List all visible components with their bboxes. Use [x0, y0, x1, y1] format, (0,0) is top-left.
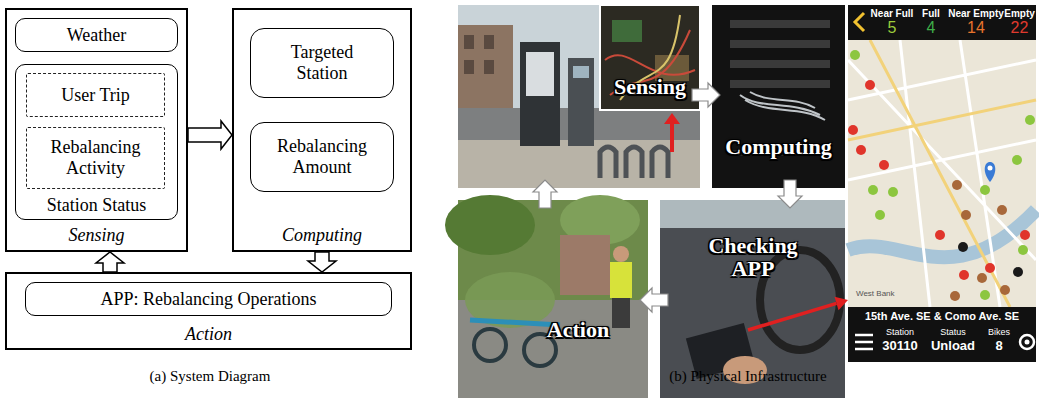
box-label: Station Status [47, 195, 147, 216]
app-text: 30110 [878, 339, 922, 354]
text-slot: 14 [948, 19, 1004, 37]
output-box: Targeted Station [250, 28, 394, 98]
text-slot: Computing [712, 135, 845, 158]
photo-panel: Sensing [458, 5, 700, 188]
app-text: 5 [870, 19, 914, 37]
text-slot: Near Empty [948, 8, 1004, 20]
app-text: Empty [1004, 8, 1035, 20]
action-photo [445, 195, 648, 398]
text-slot: Station [878, 327, 922, 337]
white-arrow [533, 180, 557, 208]
label-slot: West Bank [856, 289, 906, 298]
input-group-box: Station Status User TripRebalancing Activ… [15, 64, 178, 220]
photo-panel: Computing [712, 5, 845, 188]
text-slot: Empty [1004, 8, 1035, 20]
photo-panel: Action [458, 200, 648, 398]
dashed-input-box: User Trip [26, 73, 165, 117]
text-slot: Checking APP [688, 234, 818, 280]
box-label: Rebalancing Activity [35, 137, 156, 178]
app-text: Unload [930, 339, 976, 354]
text-slot: 30110 [878, 339, 922, 354]
app-footer-bar [848, 307, 1036, 362]
box-label: Targeted Station [265, 42, 379, 83]
text-slot: 5 [870, 19, 914, 37]
app-box: APP: Rebalancing Operations [25, 282, 392, 316]
box-label: Weather [67, 25, 127, 46]
white-arrow [640, 288, 668, 312]
output-box: Rebalancing Amount [250, 122, 394, 192]
app-text: Near Empty [948, 8, 1004, 20]
red-pointer-arrow [748, 297, 848, 330]
text-slot: 15th Ave. SE & Como Ave. SE [850, 310, 1034, 323]
white-arrow [692, 83, 720, 107]
app-header-bar [848, 5, 1036, 40]
action-box: Action APP: Rebalancing Operations [5, 272, 412, 350]
photo-label: Action [518, 318, 638, 341]
app-text: 15th Ave. SE & Como Ave. SE [850, 310, 1034, 323]
server-photo [712, 5, 845, 188]
computing-box: Computing Targeted StationRebalancing Amo… [232, 8, 412, 252]
red-leader-arrow [664, 113, 680, 152]
text-slot: Unload [930, 339, 976, 354]
photo-label: Computing [712, 135, 845, 158]
app-screenshot: Near Full5Full4Near Empty14Empty22 15th A… [848, 5, 1036, 362]
sub-caption: (b) Physical Infrastructure [452, 368, 1039, 385]
app-text: Bikes [982, 327, 1016, 337]
text-slot: Near Full [870, 8, 914, 20]
layer-title: Computing [282, 225, 362, 246]
arrow-head [834, 297, 848, 310]
app-text: Near Full [870, 8, 914, 20]
layer-title: Sensing [69, 225, 125, 246]
app-map [848, 5, 1036, 362]
app-text: 4 [916, 19, 946, 37]
label-slot: (a) System Diagram [0, 368, 420, 385]
app-text: 8 [982, 339, 1016, 354]
dashed-input-box: Rebalancing Activity [26, 127, 165, 189]
sub-caption: (a) System Diagram [0, 368, 420, 385]
text-slot: 4 [916, 19, 946, 37]
text-slot: Sensing [598, 75, 702, 98]
sensing-box: Sensing WeatherStation Status User TripReb… [5, 8, 188, 252]
text-slot: 22 [1004, 19, 1035, 37]
box-label: User Trip [61, 85, 130, 106]
app-text: 22 [1004, 19, 1035, 37]
text-slot: Status [930, 327, 976, 337]
text-slot: Bikes [982, 327, 1016, 337]
photo-label: Checking APP [688, 234, 818, 280]
map-label: West Bank [856, 289, 906, 298]
label-slot: (b) Physical Infrastructure [452, 368, 1039, 385]
hollow-arrow [96, 252, 124, 272]
layer-title: Action [185, 324, 232, 345]
text-slot: 8 [982, 339, 1016, 354]
app-text: Full [916, 8, 946, 20]
red-pointer-line [748, 303, 837, 330]
text-slot: Full [916, 8, 946, 20]
app-text: Station [878, 327, 922, 337]
photo-label: Sensing [598, 75, 702, 98]
app-text: 14 [948, 19, 1004, 37]
text-slot: Action [518, 318, 638, 341]
box-label: Rebalancing Amount [265, 136, 379, 177]
app-text: Status [930, 327, 976, 337]
hollow-arrow [188, 121, 232, 149]
hollow-arrow [308, 252, 336, 272]
white-arrow [778, 180, 802, 208]
input-box: Weather [15, 18, 178, 52]
box-label: APP: Rebalancing Operations [101, 289, 317, 310]
